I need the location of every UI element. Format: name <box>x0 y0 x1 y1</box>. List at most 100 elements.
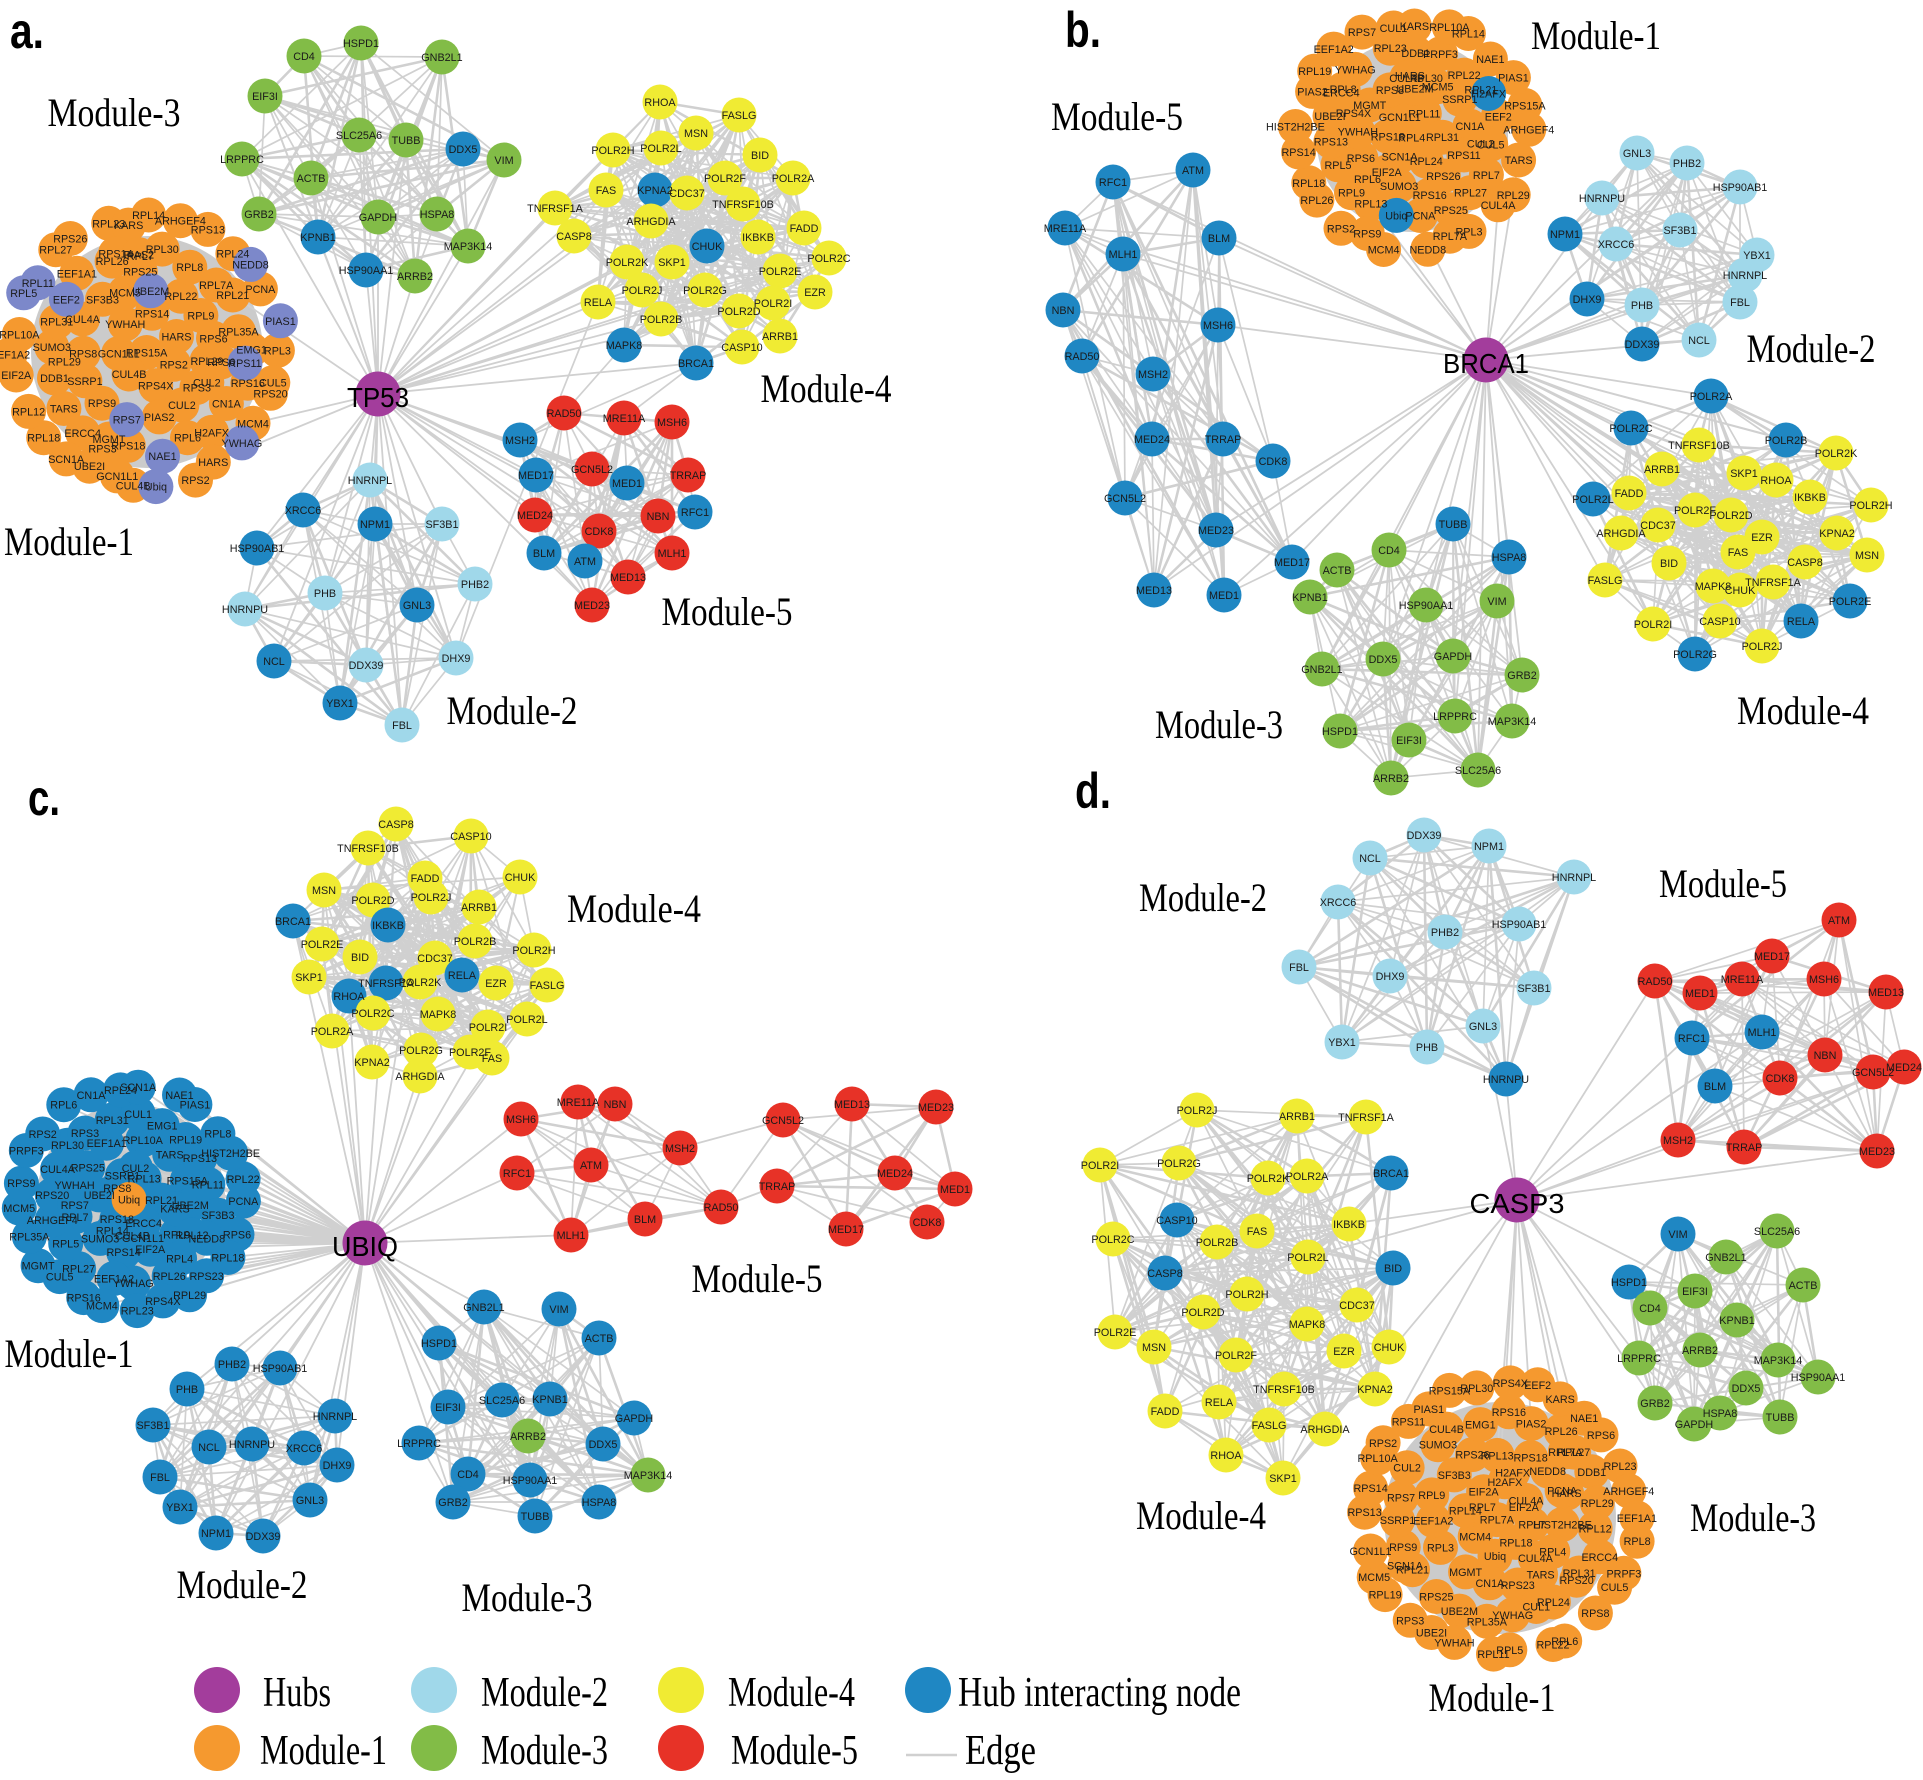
svg-text:DDX5: DDX5 <box>589 1439 618 1451</box>
svg-text:RPS18: RPS18 <box>1513 1453 1547 1465</box>
svg-text:RFC1: RFC1 <box>681 507 709 519</box>
svg-text:Hubs: Hubs <box>263 1670 331 1716</box>
svg-text:RPL24: RPL24 <box>104 1085 137 1097</box>
svg-text:PIAS2: PIAS2 <box>144 412 175 424</box>
svg-text:H2AFX: H2AFX <box>194 427 229 439</box>
svg-text:RPL13: RPL13 <box>128 1174 161 1186</box>
svg-text:CASP8: CASP8 <box>556 231 591 243</box>
svg-text:Ubiq: Ubiq <box>145 482 167 494</box>
svg-text:RPS13: RPS13 <box>1347 1507 1381 1519</box>
svg-text:MGMT: MGMT <box>22 1261 55 1273</box>
svg-text:NCL: NCL <box>1359 853 1381 865</box>
svg-text:BID: BID <box>351 952 369 964</box>
svg-text:EMG1: EMG1 <box>147 1121 178 1133</box>
svg-text:POLR2H: POLR2H <box>591 145 634 157</box>
svg-text:FAS: FAS <box>596 185 616 197</box>
svg-text:RPL12: RPL12 <box>175 1230 208 1242</box>
svg-text:PHB2: PHB2 <box>218 1359 246 1371</box>
svg-text:RPL24: RPL24 <box>1537 1597 1570 1609</box>
svg-text:GNL3: GNL3 <box>403 600 431 612</box>
svg-text:DDX5: DDX5 <box>1732 1383 1761 1395</box>
svg-text:CUL4A: CUL4A <box>1509 1495 1545 1507</box>
svg-text:LRPPRC: LRPPRC <box>397 1438 441 1450</box>
svg-text:YBX1: YBX1 <box>1328 1037 1356 1049</box>
svg-text:RPL29: RPL29 <box>48 356 81 368</box>
svg-text:Module-4: Module-4 <box>761 366 892 411</box>
svg-text:MED17: MED17 <box>1754 951 1790 963</box>
svg-text:GCN5L2: GCN5L2 <box>1104 493 1146 505</box>
svg-text:CN1A: CN1A <box>77 1090 107 1102</box>
svg-text:HIST2H2BE: HIST2H2BE <box>1533 1519 1592 1531</box>
svg-text:ACTB: ACTB <box>585 1333 614 1345</box>
svg-text:HSP90AB1: HSP90AB1 <box>230 543 285 555</box>
svg-text:CD4: CD4 <box>1378 545 1400 557</box>
svg-text:RPL11: RPL11 <box>22 278 54 290</box>
svg-text:RPS20: RPS20 <box>1559 1575 1593 1587</box>
svg-text:RPL3: RPL3 <box>1455 226 1482 238</box>
svg-text:LRPPRC: LRPPRC <box>1433 711 1477 723</box>
svg-text:RPL7: RPL7 <box>127 251 154 263</box>
svg-text:RPL30: RPL30 <box>1410 73 1443 85</box>
svg-text:MAP3K14: MAP3K14 <box>1488 716 1537 728</box>
svg-text:RPL19: RPL19 <box>1298 66 1331 78</box>
svg-text:SF3B1: SF3B1 <box>136 1420 169 1432</box>
svg-text:RPS20: RPS20 <box>35 1190 69 1202</box>
svg-text:HIST2H2BE: HIST2H2BE <box>201 1148 260 1160</box>
svg-text:RPL5: RPL5 <box>10 288 37 300</box>
svg-text:EIF2A: EIF2A <box>135 1244 166 1256</box>
svg-text:PIAS2: PIAS2 <box>1297 86 1328 98</box>
svg-text:POLR2F: POLR2F <box>1674 505 1716 517</box>
svg-text:RPS7: RPS7 <box>113 415 141 427</box>
svg-text:MED24: MED24 <box>877 1168 913 1180</box>
svg-text:HARS: HARS <box>1552 1488 1582 1500</box>
svg-text:HSP90AB1: HSP90AB1 <box>1713 182 1768 194</box>
svg-text:Module-4: Module-4 <box>1737 688 1869 733</box>
svg-text:PHB: PHB <box>314 588 336 600</box>
svg-text:RPL18: RPL18 <box>1292 178 1325 190</box>
svg-text:HSP90AB1: HSP90AB1 <box>1492 919 1547 931</box>
svg-text:HSP90AA1: HSP90AA1 <box>503 1475 558 1487</box>
svg-text:RPS2: RPS2 <box>181 475 209 487</box>
svg-text:POLR2I: POLR2I <box>1081 1160 1119 1172</box>
svg-text:Module-1: Module-1 <box>1429 1675 1556 1720</box>
svg-text:ERCC4: ERCC4 <box>1323 87 1360 99</box>
svg-text:NCL: NCL <box>263 656 285 668</box>
svg-text:RPS14: RPS14 <box>106 1247 140 1259</box>
svg-text:MSN: MSN <box>1142 1342 1166 1354</box>
svg-text:RPL10A: RPL10A <box>1429 22 1470 34</box>
svg-text:RPL26: RPL26 <box>1545 1426 1578 1438</box>
svg-text:TNFRSF1A: TNFRSF1A <box>1745 577 1802 589</box>
svg-text:PIAS1: PIAS1 <box>1413 1404 1444 1416</box>
svg-text:ARHGEF4: ARHGEF4 <box>1503 124 1554 136</box>
svg-text:BLM: BLM <box>1208 233 1230 245</box>
svg-text:NAE1: NAE1 <box>1476 54 1504 66</box>
svg-text:POLR2H: POLR2H <box>512 945 555 957</box>
svg-text:GAPDH: GAPDH <box>1675 1419 1713 1431</box>
svg-text:POLR2B: POLR2B <box>640 314 683 326</box>
svg-text:HNRNPL: HNRNPL <box>1552 872 1596 884</box>
svg-text:RPS11: RPS11 <box>1392 1416 1425 1428</box>
svg-text:CUL5: CUL5 <box>259 378 287 390</box>
svg-text:CD4: CD4 <box>1639 1303 1661 1315</box>
svg-text:RPS18: RPS18 <box>1371 131 1405 143</box>
svg-text:FADD: FADD <box>411 873 440 885</box>
svg-text:TNFRSF10B: TNFRSF10B <box>712 199 774 211</box>
svg-text:NAE1: NAE1 <box>1570 1413 1598 1425</box>
svg-text:BID: BID <box>1384 1263 1402 1275</box>
svg-text:GNL3: GNL3 <box>1469 1021 1497 1033</box>
svg-text:DDX5: DDX5 <box>1369 654 1398 666</box>
svg-text:MRE11A: MRE11A <box>603 413 646 425</box>
svg-text:RPL5: RPL5 <box>52 1239 79 1251</box>
svg-text:RPS13: RPS13 <box>191 224 225 236</box>
svg-text:RPS7: RPS7 <box>61 1200 89 1212</box>
svg-text:RPL29: RPL29 <box>1581 1498 1614 1510</box>
svg-text:UBE2I: UBE2I <box>1416 1628 1447 1640</box>
svg-text:SUMO3: SUMO3 <box>1380 181 1418 193</box>
svg-text:YWHAH: YWHAH <box>1434 1637 1474 1649</box>
svg-text:CUL4B: CUL4B <box>116 480 151 492</box>
svg-text:GNB2L1: GNB2L1 <box>421 52 462 64</box>
svg-text:RPL23: RPL23 <box>1603 1461 1636 1473</box>
svg-text:TUBB: TUBB <box>1766 1412 1795 1424</box>
svg-text:RPL13: RPL13 <box>1354 199 1387 211</box>
svg-text:ARHGEF4: ARHGEF4 <box>1603 1486 1654 1498</box>
